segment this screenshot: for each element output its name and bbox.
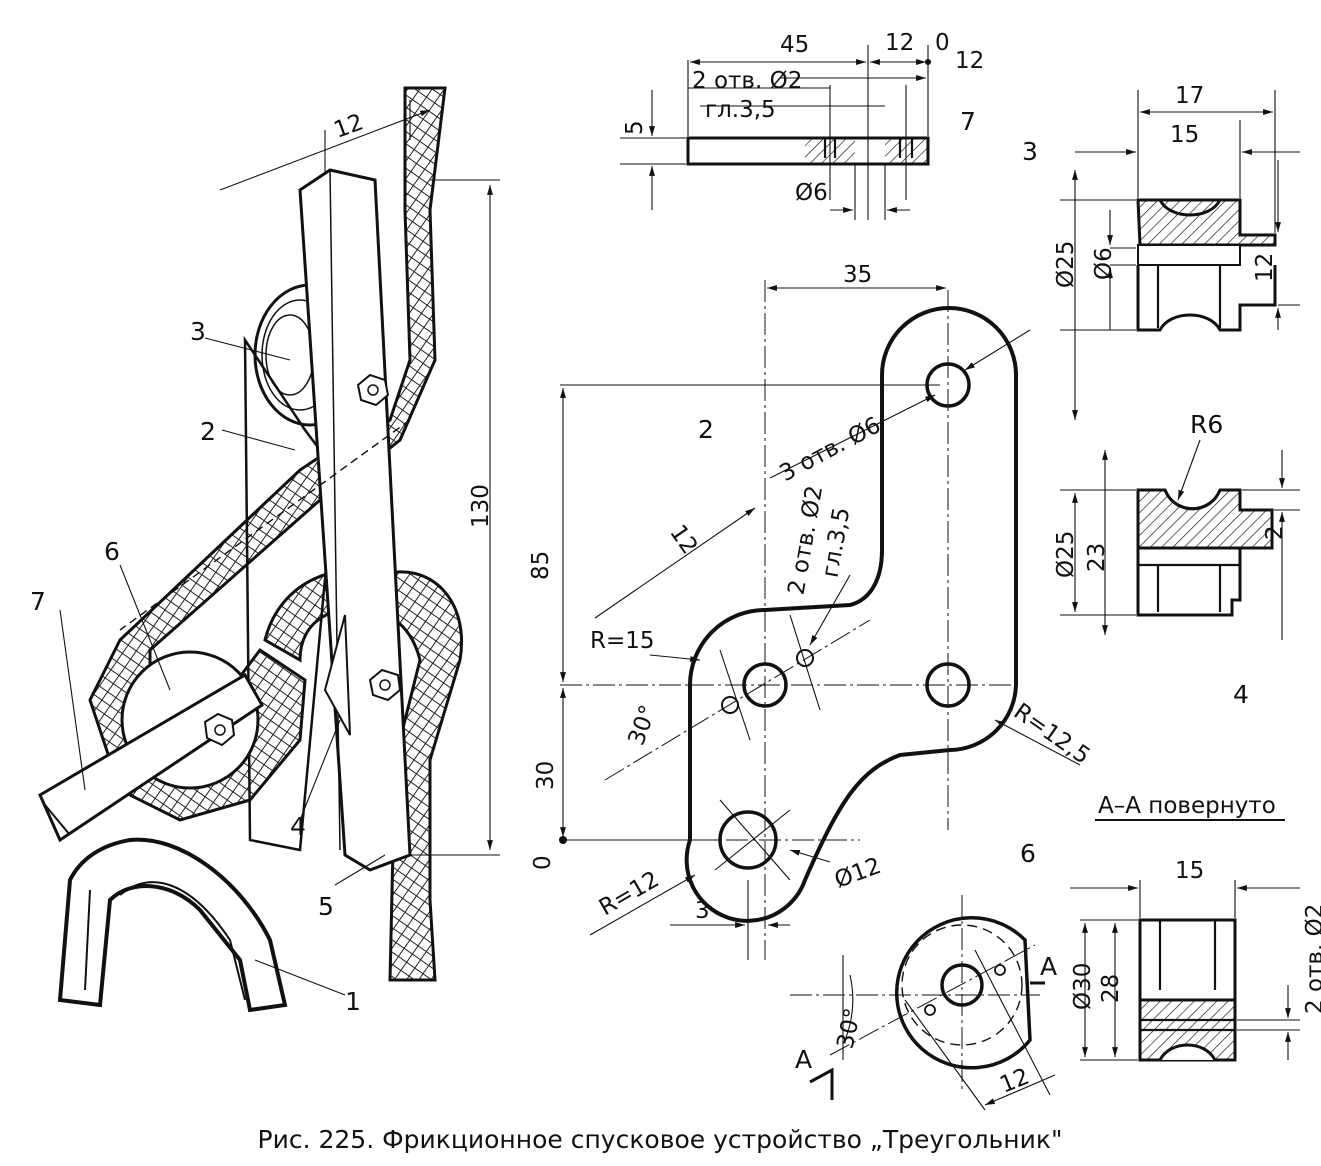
part-2-outline — [684, 306, 1018, 923]
p3-dia6: Ø6 — [1091, 247, 1117, 280]
p7-depth: гл.3,5 — [705, 97, 776, 123]
p2-dia12: Ø12 — [831, 853, 884, 894]
p6-section: А–А повернуто — [1098, 793, 1276, 819]
part-2-view — [559, 280, 1081, 960]
assembly-label-2: 2 — [200, 417, 216, 446]
link-1 — [57, 837, 288, 1013]
part-4-view — [1060, 439, 1300, 640]
p7-dim-12b: 12 — [955, 48, 984, 74]
p2-dim-12: 12 — [664, 520, 702, 559]
assembly-label-7: 7 — [30, 587, 46, 616]
p6-holes: 2 отв. Ø2 — [1302, 904, 1321, 1014]
p2-r15: R=15 — [590, 628, 655, 654]
p6-dia30: Ø30 — [1070, 963, 1096, 1010]
p2-d0: 0 — [530, 855, 556, 870]
p2-d30: 30 — [533, 761, 559, 790]
part-3-labels: 3 17 15 Ø25 Ø6 12 — [1022, 83, 1278, 288]
part-6-view — [790, 819, 1300, 1111]
p6-mark-a1: А — [1040, 952, 1057, 981]
p2-d3: 3 — [695, 898, 710, 924]
p7-dim-5: 5 — [622, 120, 648, 135]
assembly-label-3: 3 — [190, 317, 206, 346]
p7-holes: 2 отв. Ø2 — [692, 68, 802, 94]
p4-r6: R6 — [1190, 410, 1223, 439]
p6-dim-12: 12 — [996, 1064, 1033, 1099]
p4-dia25: Ø25 — [1053, 531, 1079, 578]
p7-dia6: Ø6 — [795, 180, 828, 206]
dim-130: 130 — [468, 484, 494, 528]
bar-5 — [298, 168, 412, 872]
p2-label: 2 — [698, 415, 714, 444]
p3-dim-12: 12 — [1252, 253, 1278, 282]
p6-dim-15: 15 — [1175, 858, 1204, 884]
assembly-label-5: 5 — [318, 892, 334, 921]
plate-2 — [243, 335, 337, 852]
part-6-disk — [894, 916, 1032, 1070]
p7-dim-0: 0 — [935, 30, 950, 56]
part-3-view — [1060, 90, 1300, 420]
p3-dim-15: 15 — [1170, 122, 1199, 148]
dim-12-assembly: 12 — [330, 109, 366, 143]
assembly-label-6: 6 — [104, 537, 120, 566]
part-7-view — [620, 45, 931, 220]
bar-7 — [38, 672, 264, 843]
p6-dim-28: 28 — [1098, 974, 1124, 1003]
assembly-view: 12 130 — [38, 86, 500, 1013]
p7-label: 7 — [960, 107, 976, 136]
p2-dim-85: 85 — [528, 551, 554, 580]
p3-label: 3 — [1022, 137, 1038, 166]
p2-holes2: 2 отв. Ø2 — [783, 484, 828, 597]
p2-holes3: 3 отв. Ø6 — [776, 412, 886, 487]
p2-a30: 30° — [624, 702, 662, 749]
part-4-spacer — [323, 614, 351, 736]
p4-label: 4 — [1233, 680, 1249, 709]
part-7-labels: 45 12 0 12 2 отв. Ø2 гл.3,5 5 Ø6 7 — [622, 30, 984, 206]
p7-dim-45: 45 — [780, 32, 809, 58]
p6-a30: 30° — [833, 1006, 867, 1051]
figure-caption: Рис. 225. Фрикционное спусковое устройст… — [258, 1125, 1063, 1154]
p4-dim-2: 2 — [1262, 525, 1288, 540]
assembly-labels: 3 2 6 7 4 5 1 — [30, 317, 361, 1016]
p2-dim-35: 35 — [843, 262, 872, 288]
part-4-labels: R6 Ø25 23 2 4 — [1053, 410, 1288, 709]
p6-label: 6 — [1020, 839, 1036, 868]
p4-dim-23: 23 — [1084, 543, 1110, 572]
assembly-label-1: 1 — [345, 987, 361, 1016]
part-6-labels: 6 А–А повернуто 15 Ø30 28 2 отв. Ø2 30° … — [795, 793, 1321, 1099]
assembly-label-4: 4 — [290, 812, 306, 841]
p3-dia25: Ø25 — [1053, 241, 1079, 288]
p6-mark-a2: А — [795, 1045, 812, 1074]
p3-dim-17: 17 — [1175, 83, 1204, 109]
p7-dim-12a: 12 — [885, 30, 914, 56]
